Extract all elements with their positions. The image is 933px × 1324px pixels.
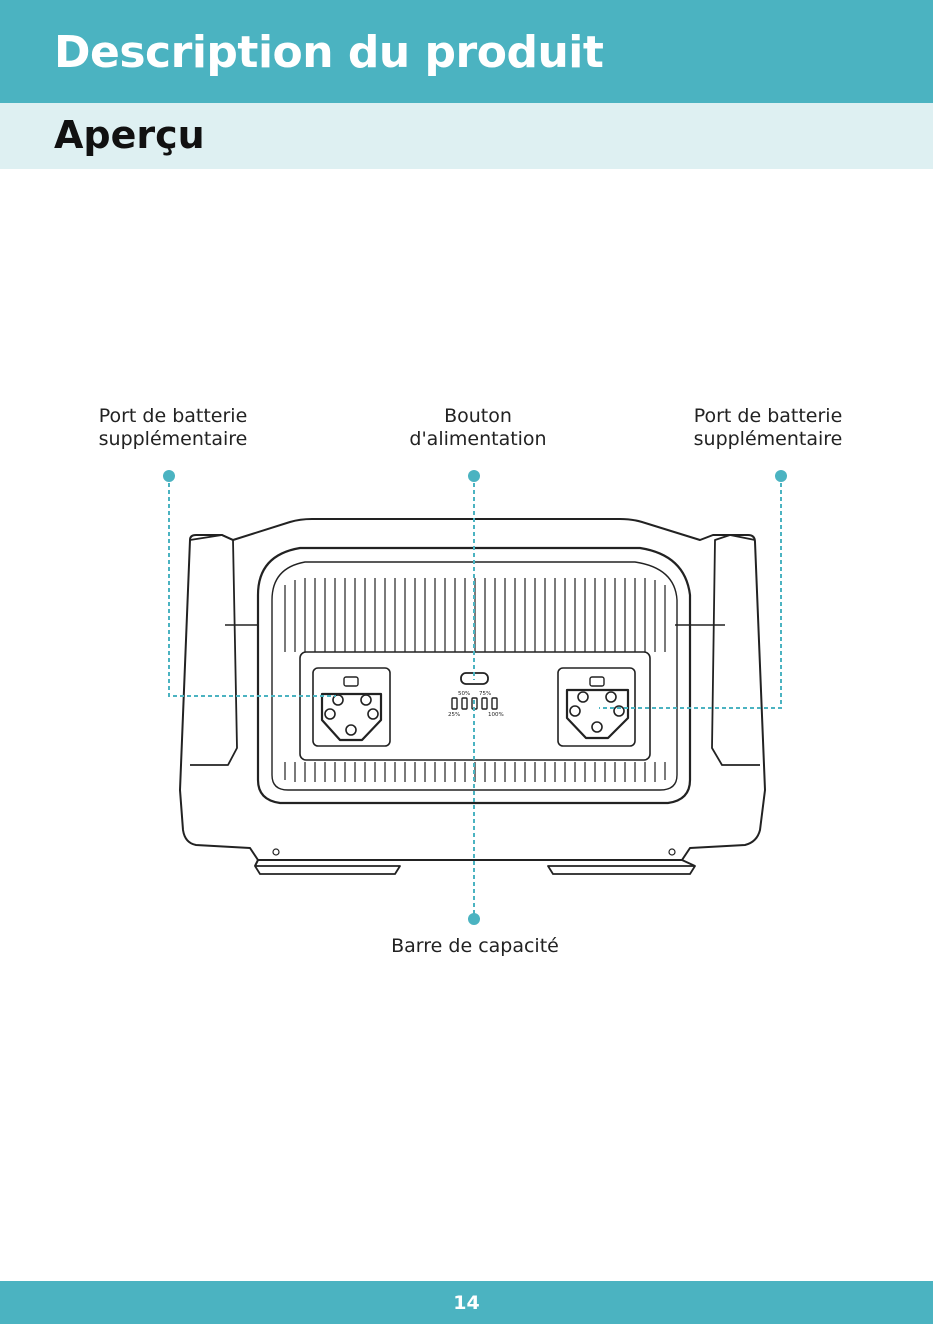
callout-dot-bottom	[468, 913, 480, 925]
callout-dot-right	[775, 470, 787, 482]
right-foot	[548, 866, 695, 874]
page-number: 14	[0, 1291, 933, 1315]
callout-dot-center	[468, 470, 480, 482]
right-handle	[712, 535, 760, 765]
callout-dot-left	[163, 470, 175, 482]
capacity-label-75: 75%	[479, 691, 491, 697]
capacity-label-50: 50%	[458, 691, 470, 697]
left-handle	[190, 535, 237, 765]
capacity-label-25: 25%	[448, 712, 460, 718]
left-foot	[255, 866, 400, 874]
capacity-label-100: 100%	[488, 712, 504, 718]
